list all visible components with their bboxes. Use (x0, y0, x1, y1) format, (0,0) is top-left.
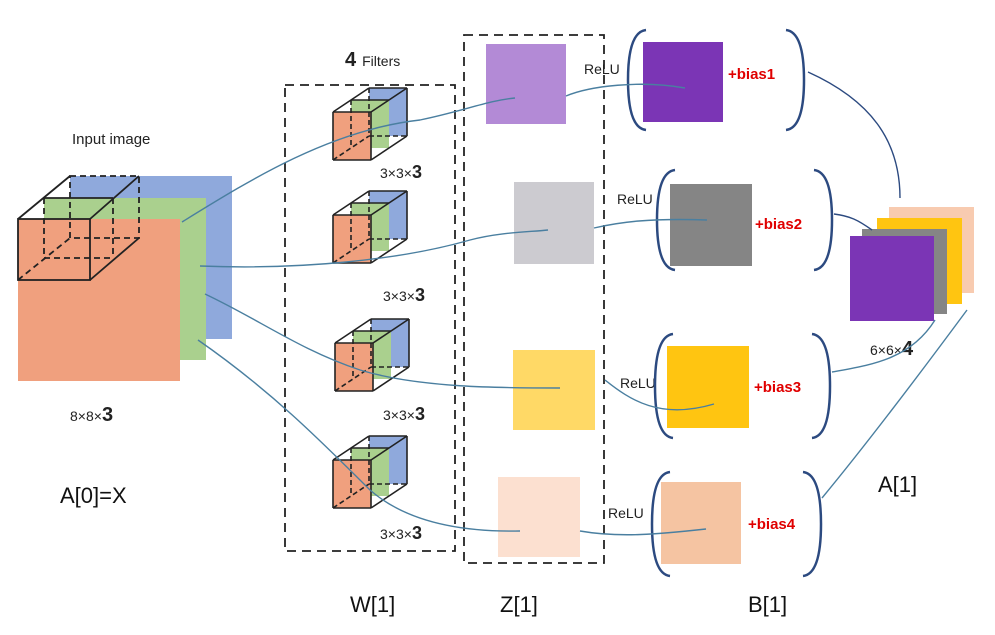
bracket-right-2 (813, 168, 834, 272)
filter-cube-edge (332, 483, 370, 509)
relu-label-2: ReLU (617, 191, 653, 207)
z-square-1 (486, 44, 566, 124)
connection-lines (181, 71, 968, 536)
a-dims-bold: 4 (902, 338, 914, 360)
filter-orange-channel (335, 343, 373, 391)
line-z1-b1 (565, 83, 686, 97)
filter-cubes (332, 87, 410, 509)
line-z4-b4 (579, 528, 707, 536)
z-square-2 (514, 182, 594, 264)
z-square-3 (513, 350, 595, 430)
relu-label-3: ReLU (620, 375, 656, 391)
filter-1-dims-bold: 3 (412, 162, 422, 182)
z-group: Z[1] (463, 34, 605, 617)
bracket-right-1 (785, 28, 806, 132)
a-layer-purple (850, 236, 934, 321)
b-square-2 (670, 184, 752, 266)
filter-orange-channel (333, 112, 371, 160)
filter-1-dims: 3×3× (380, 165, 412, 181)
svg-text:3×3×3: 3×3×3 (383, 404, 425, 424)
filters-label: W[1] (350, 592, 395, 617)
svg-text:3×3×3: 3×3×3 (380, 523, 422, 543)
filter-3-dims-bold: 3 (415, 404, 425, 424)
a-output: 6×6×4 A[1] (850, 207, 974, 497)
filter-cube-2 (332, 190, 408, 264)
z-box (463, 34, 605, 564)
filter-2-dims-bold: 3 (415, 285, 425, 305)
line-input-filter3-z3 (204, 293, 561, 389)
line-b2-a (833, 213, 873, 231)
line-b1-a (807, 71, 901, 199)
input-dims-bold: 3 (102, 404, 113, 426)
bracket-left-3 (653, 332, 674, 440)
filter-2-dims: 3×3× (383, 288, 415, 304)
bracket-left-4 (650, 470, 671, 578)
svg-text:6×6×4: 6×6×4 (870, 338, 914, 360)
bracket-right-4 (802, 470, 823, 578)
input-image: Input image 8×8×3 A[0]=X (17, 131, 232, 508)
bias-2: +bias2 (755, 216, 802, 233)
input-orange-channel (18, 219, 180, 381)
bias-1: +bias1 (728, 66, 775, 83)
line-z3-b3 (604, 379, 715, 411)
z-square-4 (498, 477, 580, 557)
input-title: Input image (72, 131, 150, 148)
filter-orange-channel (333, 215, 371, 263)
b-label: B[1] (748, 592, 787, 617)
line-b4-a (821, 309, 968, 499)
z-label: Z[1] (500, 592, 538, 617)
filter-cube-edge (370, 483, 408, 509)
b-square-4 (661, 482, 741, 564)
svg-text:8×8×3: 8×8×3 (70, 404, 113, 426)
b-group: ReLU +bias1 ReLU +bias2 ReLU +bias3 ReLU… (584, 28, 834, 617)
bias-4: +bias4 (748, 516, 796, 533)
svg-text:3×3×3: 3×3×3 (380, 162, 422, 182)
line-input-filter2-z2 (199, 229, 549, 268)
filters-title: Filters (362, 53, 400, 69)
b-square-3 (667, 346, 749, 428)
relu-label-4: ReLU (608, 505, 644, 521)
filter-cube-1 (332, 87, 408, 161)
filter-cube-3 (334, 318, 410, 392)
bias-3: +bias3 (754, 379, 801, 396)
bracket-left-1 (626, 28, 647, 132)
line-input-filter4-z4 (197, 339, 521, 532)
filter-cube-edge (370, 135, 408, 161)
a-dims: 6×6× (870, 342, 902, 358)
line-z2-b2 (593, 218, 708, 229)
a-label: A[1] (878, 472, 917, 497)
relu-label-1: ReLU (584, 61, 620, 77)
input-label: A[0]=X (60, 483, 127, 508)
filter-cube-edge (332, 135, 370, 161)
filter-cube-4 (332, 435, 408, 509)
filters-box (284, 84, 456, 552)
filter-3-dims: 3×3× (383, 407, 415, 423)
filter-4-dims: 3×3× (380, 526, 412, 542)
line-b3-a (831, 319, 936, 373)
b-square-1 (643, 42, 723, 122)
svg-text:3×3×3: 3×3×3 (383, 285, 425, 305)
filter-orange-channel (333, 460, 371, 508)
bracket-right-3 (811, 332, 832, 440)
filter-cube-edge (372, 366, 410, 392)
line-input-filter1-z1 (181, 97, 516, 223)
filter-cube-edge (332, 238, 370, 264)
input-cube-outline (17, 175, 140, 281)
input-dims: 8×8× (70, 408, 102, 424)
filter-4-dims-bold: 3 (412, 523, 422, 543)
filter-count: 4 (345, 49, 357, 71)
